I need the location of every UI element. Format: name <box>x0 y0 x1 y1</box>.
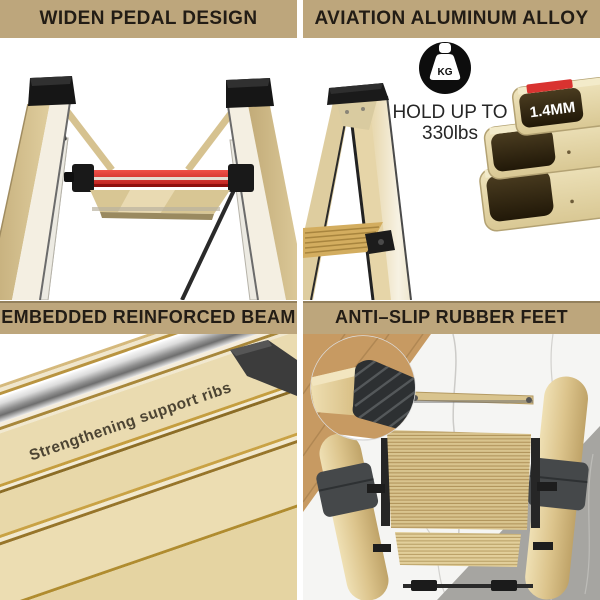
photo-aluminum-alloy: KG HOLD UP TO 330lbs <box>303 38 600 300</box>
thickness-label: 1.4MM <box>529 99 577 121</box>
ladder-step <box>303 222 383 258</box>
wall-thickness-marker <box>526 79 573 94</box>
ladder-apex <box>303 83 412 300</box>
beam-end-bracket <box>230 340 297 396</box>
rubber-foot-band-left <box>316 462 379 517</box>
ladder-top-illustration <box>0 76 297 300</box>
kg-weight-icon: KG <box>419 42 471 94</box>
capacity-line2: 330lbs <box>422 123 478 144</box>
panel-title-widen-pedal: WIDEN PEDAL DESIGN <box>0 0 297 38</box>
panel-title-reinforced-beam: EMBEDDED REINFORCED BEAM <box>0 301 297 334</box>
aluminum-tube-profiles: 1.4MM <box>479 65 600 232</box>
folded-step-panel-small <box>395 532 521 567</box>
photo-reinforced-beam: Strengthening support ribs <box>0 334 297 600</box>
rubber-foot-band-right <box>527 457 589 511</box>
chrome-support-rod <box>0 334 297 464</box>
folded-step-panel-large <box>387 430 531 530</box>
capacity-line1: HOLD UP TO <box>392 102 507 123</box>
panel-aluminum-alloy: AVIATION ALUMINUM ALLOY <box>303 0 600 300</box>
rubber-foot-inset <box>310 335 416 441</box>
wide-pedal <box>90 190 230 220</box>
reinforced-beam-highlight <box>64 164 254 192</box>
panel-title-aluminum-alloy: AVIATION ALUMINUM ALLOY <box>303 0 600 38</box>
photo-rubber-feet <box>303 334 600 600</box>
ladder-top-cap-right <box>226 78 274 108</box>
panel-reinforced-beam: EMBEDDED REINFORCED BEAM <box>0 301 297 600</box>
panel-title-rubber-feet: ANTI–SLIP RUBBER FEET <box>303 301 600 334</box>
svg-text:KG: KG <box>438 67 453 78</box>
photo-widen-pedal <box>0 38 297 300</box>
beam-macro: Strengthening support ribs <box>0 334 297 600</box>
ladder-top-cap-left <box>28 76 76 106</box>
panel-widen-pedal: WIDEN PEDAL DESIGN <box>0 0 297 300</box>
folded-ladder-top-view <box>316 376 589 600</box>
panel-rubber-feet: ANTI–SLIP RUBBER FEET <box>303 301 600 600</box>
